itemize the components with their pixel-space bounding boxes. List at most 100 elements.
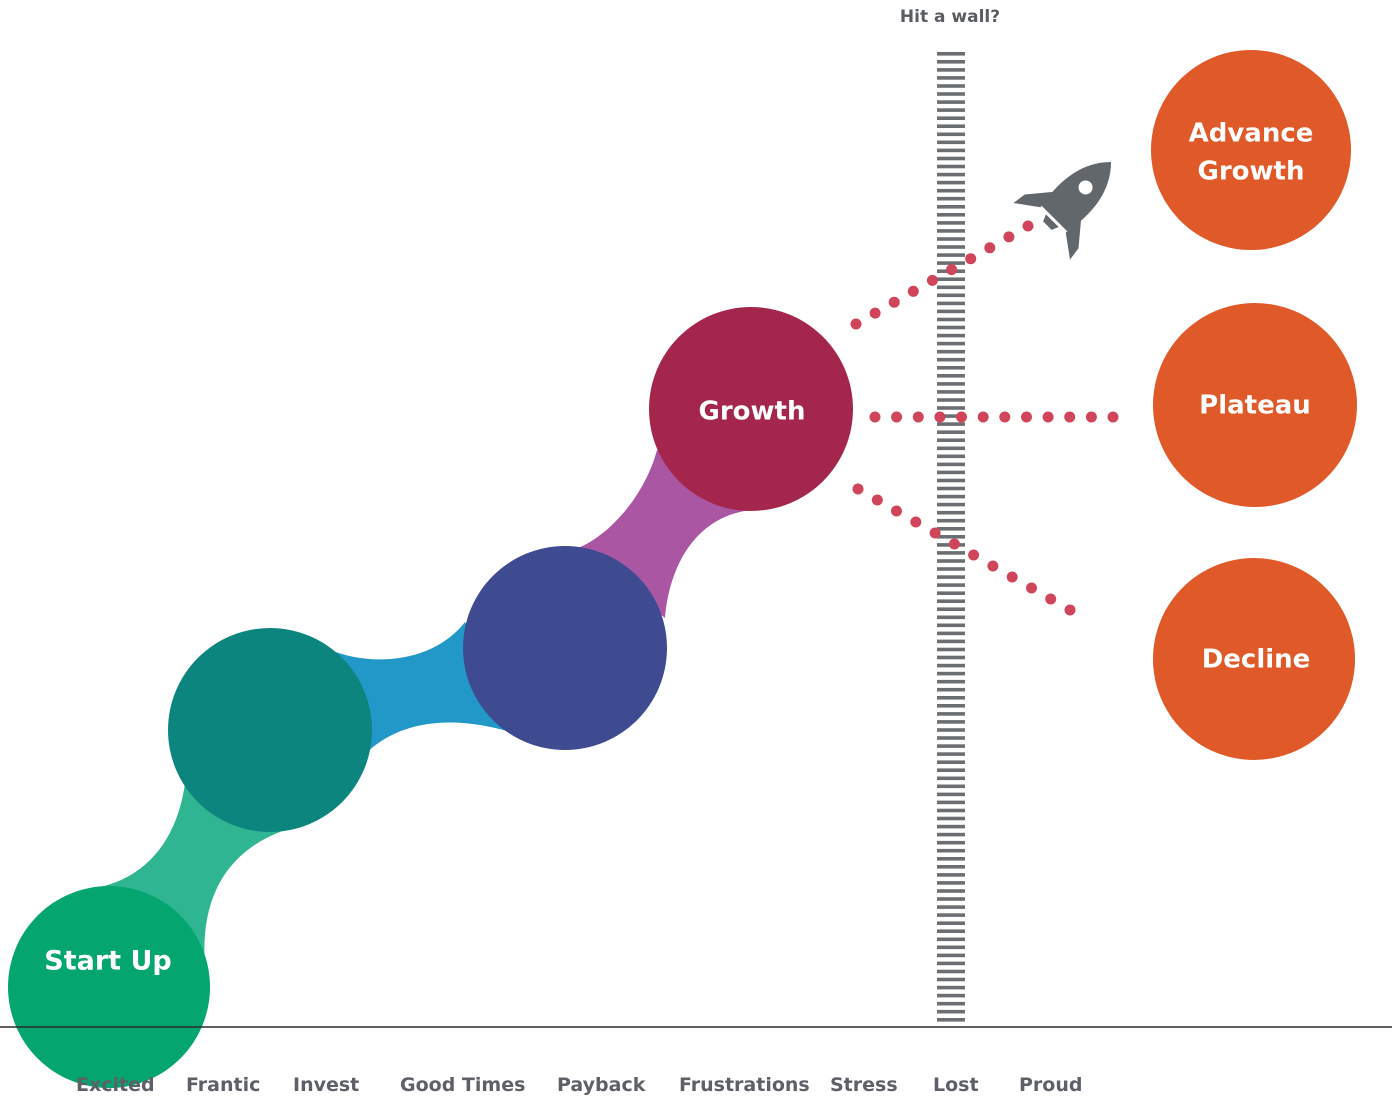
dot-path-decline	[852, 483, 864, 495]
wall-stripe	[937, 510, 965, 515]
dot-path-advance	[888, 296, 900, 308]
wall-stripe	[937, 816, 965, 821]
wall-stripe	[937, 374, 965, 378]
wall-stripe	[937, 679, 965, 684]
plateau-circle	[1153, 303, 1357, 507]
dot-path-plateau	[1021, 411, 1032, 423]
wall-stripe	[937, 663, 965, 668]
wall-stripe	[937, 1018, 965, 1022]
wall-stripe	[937, 535, 965, 539]
dot-path-decline	[1026, 582, 1037, 594]
wall-stripe	[937, 945, 965, 950]
wall-stripe	[937, 341, 965, 346]
stage-label-proud: Proud	[1019, 1074, 1083, 1096]
wall-stripe	[937, 253, 965, 257]
wall-stripe	[937, 599, 965, 603]
wall-stripe	[937, 478, 965, 483]
wall-stripe	[937, 937, 965, 942]
stage-label-payback: Payback	[557, 1074, 646, 1096]
wall-stripe	[937, 832, 965, 837]
wall-stripe	[937, 768, 965, 772]
dot-path-advance	[869, 307, 881, 319]
wall-stripe	[937, 575, 965, 579]
wall-stripe	[937, 961, 965, 966]
wall-title: Hit a wall?	[899, 7, 1001, 27]
rocket-icon	[1013, 161, 1112, 260]
wall-stripe	[937, 349, 965, 354]
dot-path-plateau	[956, 411, 967, 423]
wall-stripe	[937, 277, 965, 281]
wall-stripe	[937, 486, 965, 491]
wall-stripe	[937, 728, 965, 732]
plateau-label: Plateau	[1199, 391, 1311, 421]
dot-path-plateau	[891, 411, 903, 423]
wall-stripe	[937, 390, 965, 394]
wall-stripe	[937, 172, 965, 177]
wall-stripe	[937, 366, 965, 370]
wall-stripe	[937, 245, 965, 249]
stage-label-good-times: Good Times	[400, 1074, 526, 1096]
dot-path-plateau	[934, 411, 946, 423]
wall-stripe	[937, 655, 965, 660]
wall-stripe	[937, 156, 965, 161]
wall-stripe	[937, 60, 965, 64]
growth-circle	[649, 307, 853, 511]
dot-path-decline	[948, 538, 960, 550]
wall-stripe	[937, 921, 965, 925]
dot-path-plateau	[869, 411, 881, 423]
wall-stripe	[937, 647, 965, 652]
wall-stripe	[937, 615, 965, 620]
wall-stripe	[937, 92, 965, 96]
wall-stripe	[937, 205, 965, 209]
dot-path-decline	[910, 516, 922, 528]
wall-stripe	[937, 752, 965, 756]
dot-path-advance	[850, 318, 862, 330]
dot-path-decline	[968, 549, 980, 561]
wall-stripe	[937, 406, 965, 410]
wall-stripe	[937, 108, 965, 112]
wall-stripe	[937, 438, 965, 442]
wall-stripe	[937, 470, 965, 475]
dot-path-plateau	[1064, 411, 1076, 423]
wall-stripe	[937, 792, 965, 797]
growth-label: Growth	[699, 397, 806, 427]
dot-path-advance	[965, 253, 977, 265]
wall-stripe	[937, 76, 965, 80]
wall-stripe	[937, 446, 965, 451]
stage-label-stress: Stress	[830, 1074, 898, 1096]
wall-stripe	[937, 293, 965, 298]
wall-stripe	[937, 518, 965, 523]
wall-stripe	[937, 873, 965, 877]
dot-path-plateau	[999, 411, 1011, 423]
wall-stripe	[937, 704, 965, 708]
wall-stripe	[937, 631, 965, 636]
wall-stripe	[937, 712, 965, 716]
wall-stripe	[937, 623, 965, 628]
wall-stripe	[937, 1009, 965, 1014]
wall-stripe	[937, 687, 965, 692]
wall-stripe	[937, 357, 965, 362]
wall-stripe	[937, 382, 965, 386]
wall-stripe	[937, 776, 965, 781]
dot-path-plateau	[912, 411, 924, 423]
wall-stripe	[937, 333, 965, 338]
start-up-label: Start Up	[44, 946, 171, 977]
wall-stripe	[937, 744, 965, 748]
wall-stripe	[937, 720, 965, 724]
wall-stripe	[937, 462, 965, 467]
wall-stripe	[937, 148, 965, 153]
wall-stripe	[937, 301, 965, 306]
wall-stripe	[937, 736, 965, 740]
stage-label-frustrations: Frustrations	[679, 1074, 810, 1096]
wall-stripe	[937, 1001, 965, 1006]
wall-stripe	[937, 929, 965, 933]
dot-path-decline	[929, 527, 941, 539]
wall-stripe	[937, 124, 965, 128]
wall-stripe	[937, 100, 965, 104]
dot-path-decline	[1064, 604, 1076, 616]
wall-stripe	[937, 953, 965, 958]
wall-stripe	[937, 414, 965, 418]
dot-path-decline	[1045, 593, 1057, 605]
wall-stripe	[937, 591, 965, 595]
wall-stripe	[937, 68, 965, 72]
